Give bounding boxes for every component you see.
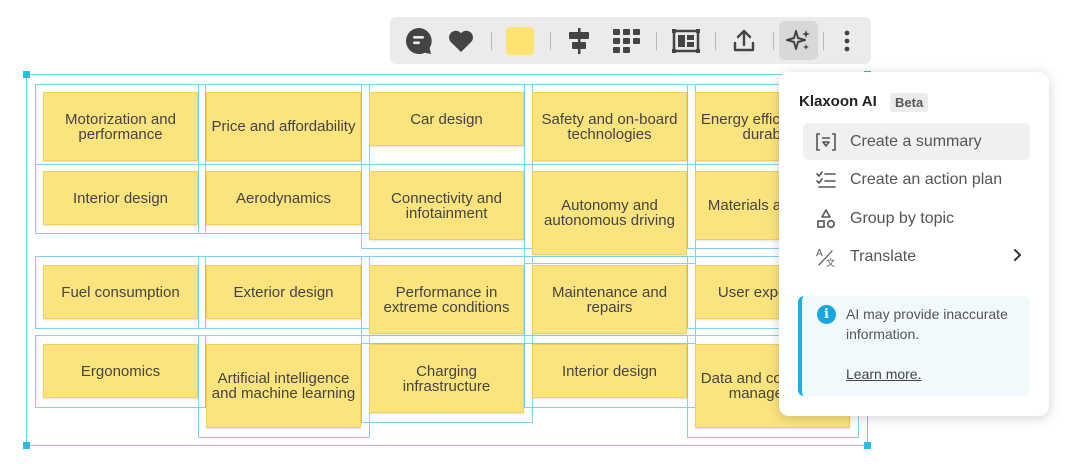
sticky-note[interactable]: Car design bbox=[369, 92, 524, 146]
ai-sparkles-icon[interactable] bbox=[779, 21, 818, 60]
klaxoon-ai-panel: Klaxoon AI Beta Create a summary Create … bbox=[779, 72, 1049, 416]
info-icon: i bbox=[817, 305, 836, 324]
sticky-note[interactable]: Artificial intelligence and machine lear… bbox=[206, 344, 361, 428]
summary-icon bbox=[816, 132, 836, 152]
color-swatch bbox=[506, 26, 534, 55]
ai-item-label: Group by topic bbox=[850, 209, 955, 227]
sticky-note[interactable]: Maintenance and repairs bbox=[532, 265, 687, 334]
ai-panel-title: Klaxoon AI bbox=[799, 93, 877, 110]
toolbar-separator bbox=[773, 32, 774, 50]
sticky-note[interactable]: Fuel consumption bbox=[43, 265, 198, 319]
group-by-topic-button[interactable]: Group by topic bbox=[803, 200, 1030, 237]
note-group-outline bbox=[198, 84, 370, 234]
export-icon[interactable] bbox=[726, 21, 762, 60]
toolbar-separator bbox=[823, 32, 824, 50]
svg-text:A: A bbox=[816, 248, 823, 259]
sticky-note[interactable]: Price and affordability bbox=[206, 92, 361, 161]
more-icon[interactable] bbox=[834, 21, 860, 60]
sticky-note[interactable]: Safety and on-board technologies bbox=[532, 92, 687, 161]
resize-handle-bottom-left[interactable] bbox=[23, 442, 30, 449]
toolbar-separator bbox=[715, 32, 716, 50]
shapes-icon bbox=[816, 208, 836, 229]
learn-more-link[interactable]: Learn more. bbox=[846, 366, 922, 382]
checklist-icon bbox=[816, 170, 836, 190]
note-group-outline bbox=[35, 256, 206, 329]
create-summary-button[interactable]: Create a summary bbox=[803, 123, 1030, 160]
ai-item-label: Translate bbox=[850, 247, 917, 265]
sticky-note[interactable]: Ergonomics bbox=[43, 344, 198, 398]
chevron-right-icon bbox=[1013, 248, 1022, 267]
ai-disclaimer-box: i AI may provide inaccurate information.… bbox=[798, 296, 1030, 396]
sticky-note[interactable]: Interior design bbox=[532, 344, 687, 398]
sticky-note[interactable]: Autonomy and autonomous driving bbox=[532, 171, 687, 255]
sticky-note[interactable]: Aerodynamics bbox=[206, 171, 361, 225]
ai-item-label: Create a summary bbox=[850, 132, 982, 150]
sticky-note[interactable]: Performance in extreme conditions bbox=[369, 265, 524, 334]
frame-icon[interactable] bbox=[667, 21, 705, 60]
resize-handle-bottom-right[interactable] bbox=[864, 442, 871, 449]
beta-badge: Beta bbox=[890, 93, 929, 112]
ai-disclaimer-text: AI may provide inaccurate information. bbox=[846, 306, 1008, 342]
heart-icon[interactable] bbox=[442, 21, 480, 60]
grid-layout-icon[interactable] bbox=[608, 21, 646, 60]
sticky-note[interactable]: Interior design bbox=[43, 171, 198, 225]
toolbar-separator bbox=[491, 32, 492, 50]
group-divider bbox=[35, 164, 863, 166]
color-swatch-button[interactable] bbox=[502, 21, 538, 60]
sticky-note[interactable]: Connectivity and infotainment bbox=[369, 171, 524, 240]
note-group-outline bbox=[35, 84, 206, 234]
selection-toolbar bbox=[390, 17, 871, 64]
note-group-outline bbox=[361, 84, 533, 249]
ai-item-label: Create an action plan bbox=[850, 170, 1003, 188]
comment-icon[interactable] bbox=[400, 21, 438, 60]
sticky-note[interactable]: Charging infrastructure bbox=[369, 344, 524, 413]
sticky-note[interactable]: Exterior design bbox=[206, 265, 361, 319]
toolbar-separator bbox=[656, 32, 657, 50]
svg-text:文: 文 bbox=[826, 257, 835, 268]
toolbar-separator bbox=[550, 32, 551, 50]
note-group-outline bbox=[35, 335, 206, 408]
resize-handle-top-left[interactable] bbox=[23, 71, 30, 78]
align-icon[interactable] bbox=[561, 21, 597, 60]
create-action-plan-button[interactable]: Create an action plan bbox=[803, 161, 1030, 198]
sticky-note[interactable]: Motorization and performance bbox=[43, 92, 198, 161]
